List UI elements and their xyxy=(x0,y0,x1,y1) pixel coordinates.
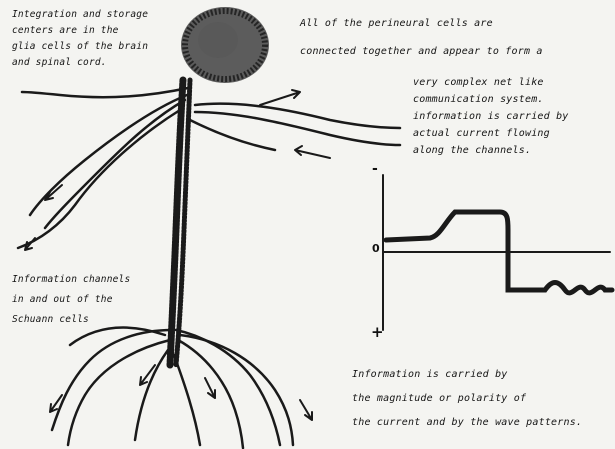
note-line: Information is carried by xyxy=(352,363,582,387)
note-line: and spinal cord. xyxy=(12,55,148,71)
note-line: the current and by the wave patterns. xyxy=(352,411,582,435)
note-line: very complex net like xyxy=(413,74,569,91)
note-line: All of the perineural cells are xyxy=(300,10,543,38)
note-line: actual current flowing xyxy=(413,125,569,142)
note-communication-system: very complex net like communication syst… xyxy=(413,74,569,159)
note-line: Schuann cells xyxy=(12,310,130,330)
note-integration-centers: Integration and storage centers are in t… xyxy=(12,7,148,71)
graph-axis-plus-label: + xyxy=(371,323,384,341)
current-graph xyxy=(383,175,612,330)
upper-branches xyxy=(18,88,400,248)
graph-axis-zero-label: 0 xyxy=(372,242,380,255)
note-line: Integration and storage xyxy=(12,7,148,23)
graph-axis-minus-label: - xyxy=(372,161,378,177)
note-line: communication system. xyxy=(413,91,569,108)
note-line: along the channels. xyxy=(413,142,569,159)
note-information-channels: Information channels in and out of the S… xyxy=(12,270,130,330)
axon-column xyxy=(170,80,190,365)
note-line: centers are in the xyxy=(12,23,148,39)
note-magnitude-polarity: Information is carried by the magnitude … xyxy=(352,363,582,435)
note-line: glia cells of the brain xyxy=(12,39,148,55)
note-line: connected together and appear to form a xyxy=(300,38,543,66)
note-line: in and out of the xyxy=(12,290,130,310)
note-line: the magnitude or polarity of xyxy=(352,387,582,411)
note-line: Information channels xyxy=(12,270,130,290)
cell-body xyxy=(181,7,269,83)
note-perineural-cells: All of the perineural cells are connecte… xyxy=(300,10,543,66)
note-line: information is carried by xyxy=(413,108,569,125)
